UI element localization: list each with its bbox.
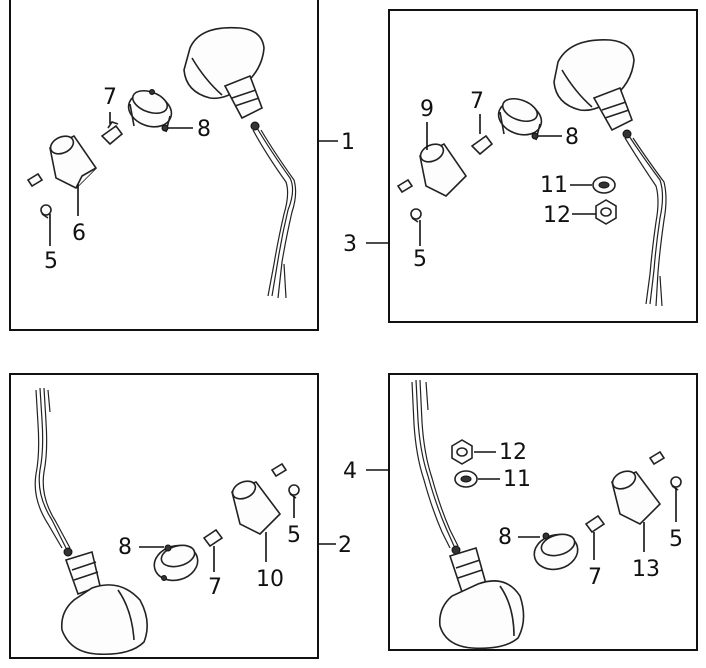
- part-12-nut: [595, 199, 617, 225]
- label-12: 12: [499, 440, 527, 465]
- label-9: 9: [420, 97, 434, 122]
- part-8-housing: [497, 97, 543, 141]
- panel-3: 9 7 8 11 12 5 3: [343, 9, 698, 323]
- label-11: 11: [503, 467, 531, 492]
- part-13-mount: [611, 470, 662, 525]
- part-8-housing: [533, 532, 579, 571]
- part-5-screw: [670, 476, 682, 491]
- label-8: 8: [197, 117, 211, 142]
- part-screw-upper: [270, 462, 288, 478]
- label-5: 5: [669, 527, 683, 552]
- turn-signal-lens: [438, 545, 525, 650]
- callout-1: 1: [341, 130, 355, 155]
- part-screw-upper: [648, 450, 666, 466]
- label-7: 7: [470, 89, 484, 114]
- callout-4: 4: [343, 459, 357, 484]
- panel-1: 7 8 6 5 1: [9, 0, 355, 331]
- label-5: 5: [44, 249, 58, 274]
- turn-signal-lens: [183, 26, 265, 131]
- label-7: 7: [208, 575, 222, 600]
- label-8: 8: [118, 535, 132, 560]
- part-7-clip: [470, 134, 494, 156]
- label-7: 7: [588, 565, 602, 590]
- part-11-washer: [592, 176, 616, 194]
- part-8-housing: [127, 89, 173, 133]
- part-7-clip: [584, 514, 606, 534]
- turn-signal-wire: [252, 127, 297, 299]
- turn-signal-wire: [34, 387, 71, 549]
- label-11: 11: [540, 173, 568, 198]
- label-8: 8: [565, 125, 579, 150]
- turn-signal-lens: [60, 547, 148, 656]
- part-6-mount: [49, 134, 98, 189]
- part-9-mount: [419, 142, 468, 197]
- label-7: 7: [103, 85, 117, 110]
- label-6: 6: [72, 221, 86, 246]
- label-13: 13: [632, 557, 660, 582]
- panel-2: 8 7 10 5 2: [9, 373, 352, 659]
- turn-signal-wire: [411, 379, 459, 549]
- part-12-nut: [451, 439, 473, 465]
- part-5-screw: [40, 204, 52, 219]
- callout-2: 2: [338, 533, 352, 558]
- label-8: 8: [498, 525, 512, 550]
- part-10-mount: [231, 480, 282, 535]
- part-11-washer: [454, 470, 478, 488]
- callout-3: 3: [343, 232, 357, 257]
- part-7-clip: [202, 528, 224, 548]
- label-5: 5: [413, 247, 427, 272]
- label-12: 12: [543, 203, 571, 228]
- part-screw-upper: [396, 178, 414, 194]
- part-8-housing: [153, 544, 199, 582]
- panel-4: 12 11 8 7 13 5 4: [343, 373, 698, 651]
- label-10: 10: [256, 567, 284, 592]
- part-5-screw: [288, 484, 300, 499]
- turn-signal-wire: [624, 135, 667, 307]
- part-screw-upper: [26, 172, 44, 188]
- turn-signal-lens: [553, 39, 635, 139]
- part-5-screw: [410, 208, 422, 223]
- part-7-clip: [100, 121, 124, 146]
- label-5: 5: [287, 523, 301, 548]
